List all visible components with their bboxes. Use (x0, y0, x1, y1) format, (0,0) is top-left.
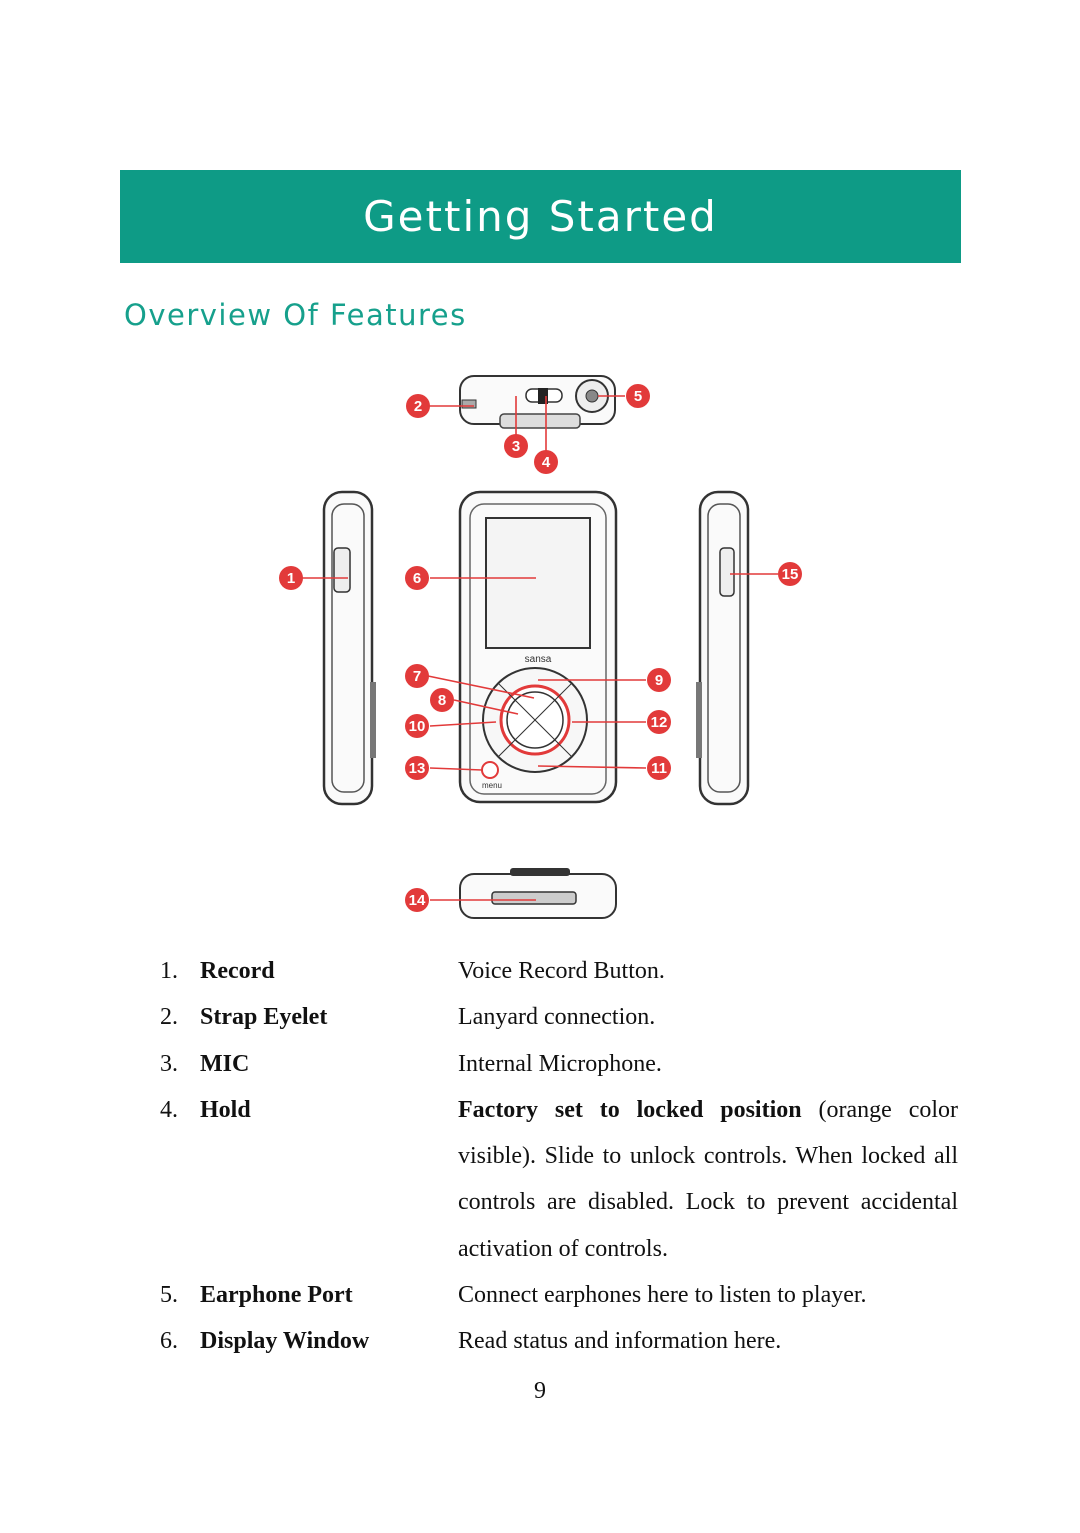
svg-text:12: 12 (651, 714, 668, 731)
feature-number: 5. (160, 1282, 178, 1309)
device-right-view (696, 490, 750, 806)
feature-name: Earphone Port (200, 1282, 353, 1309)
svg-text:15: 15 (782, 566, 799, 583)
callout-7: 7 (405, 664, 429, 688)
page-number: 9 (534, 1378, 546, 1404)
feature-description: Factory set to locked position (orange c… (458, 1087, 958, 1272)
feature-description: Read status and information here. (458, 1328, 782, 1355)
feature-name: Strap Eyelet (200, 1004, 328, 1031)
section-heading: Overview Of Features (124, 298, 467, 332)
feature-number: 3. (160, 1050, 178, 1077)
feature-number: 1. (160, 958, 178, 984)
svg-text:4: 4 (542, 454, 551, 471)
feature-description: Connect earphones here to listen to play… (458, 1282, 867, 1309)
device-bottom-view (459, 868, 617, 919)
feature-description-rest: (orange color visible). Slide to unlock … (458, 1096, 959, 1262)
feature-description: Voice Record Button. (458, 958, 665, 984)
svg-text:2: 2 (414, 398, 422, 415)
feature-number: 2. (160, 1004, 178, 1031)
device-front-view: sansa menu (458, 490, 618, 804)
svg-text:14: 14 (409, 892, 426, 909)
feature-item: 3. MIC Internal Microphone. (160, 1041, 960, 1087)
callout-6: 6 (405, 566, 429, 590)
feature-description: Internal Microphone. (458, 1050, 662, 1077)
callout-11: 11 (647, 756, 671, 780)
callout-13: 13 (405, 756, 429, 780)
device-top-view (459, 375, 616, 429)
svg-text:11: 11 (651, 760, 667, 777)
device-left-view (322, 490, 376, 806)
svg-text:5: 5 (634, 388, 642, 405)
device-diagram-svg: sansa menu (279, 375, 802, 919)
callout-5: 5 (626, 384, 650, 408)
svg-text:13: 13 (409, 760, 426, 777)
device-diagram: sansa menu (270, 362, 810, 924)
callout-12: 12 (647, 710, 671, 734)
callout-10: 10 (405, 714, 429, 738)
feature-list: 1. Record Voice Record Button. 2. Strap … (160, 948, 960, 1365)
callout-1: 1 (279, 566, 303, 590)
chapter-title: Getting Started (363, 192, 718, 241)
chapter-banner: Getting Started (120, 170, 961, 263)
svg-text:6: 6 (413, 570, 421, 587)
svg-text:3: 3 (512, 438, 520, 455)
feature-item: 6. Display Window Read status and inform… (160, 1318, 960, 1364)
brand-logo: sansa (525, 654, 552, 665)
svg-text:9: 9 (655, 672, 663, 689)
callout-14: 14 (405, 888, 429, 912)
svg-text:7: 7 (413, 668, 421, 685)
feature-name: MIC (200, 1050, 250, 1077)
svg-text:10: 10 (409, 718, 426, 735)
feature-name: Record (200, 958, 275, 984)
feature-description-bold: Factory set to locked position (458, 1096, 802, 1123)
callout-badges: 2 3 4 5 1 6 7 8 9 10 12 13 11 14 15 (279, 384, 802, 912)
feature-item: 2. Strap Eyelet Lanyard connection. (160, 994, 960, 1040)
callout-4: 4 (534, 450, 558, 474)
svg-text:1: 1 (287, 570, 295, 587)
callout-8: 8 (430, 688, 454, 712)
feature-item: 1. Record Voice Record Button. (160, 948, 960, 994)
feature-number: 4. (160, 1096, 178, 1123)
callout-2: 2 (406, 394, 430, 418)
callout-15: 15 (778, 562, 802, 586)
menu-label: menu (482, 781, 502, 790)
feature-description: Lanyard connection. (458, 1004, 656, 1031)
feature-name: Display Window (200, 1328, 370, 1355)
feature-number: 6. (160, 1328, 178, 1355)
svg-text:8: 8 (438, 692, 446, 709)
callout-9: 9 (647, 668, 671, 692)
feature-name: Hold (200, 1096, 251, 1123)
feature-item: 5. Earphone Port Connect earphones here … (160, 1272, 960, 1318)
callout-lines (302, 395, 778, 901)
callout-3: 3 (504, 434, 528, 458)
feature-item: 4. Hold Factory set to locked position (… (160, 1087, 960, 1272)
